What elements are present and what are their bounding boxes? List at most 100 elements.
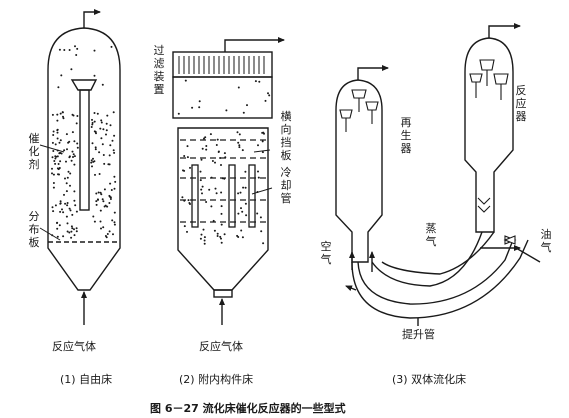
catalyst-particle [238, 133, 241, 136]
catalyst-particle [74, 45, 76, 48]
catalyst-particle [52, 182, 55, 184]
catalyst-particle [238, 144, 241, 147]
catalyst-particle [69, 209, 72, 212]
panel2-gas-label: 反应气体 [199, 340, 243, 353]
catalyst-particle [92, 215, 95, 218]
catalyst-particle [63, 193, 65, 196]
catalyst-particle [264, 99, 267, 102]
catalyst-particle [66, 230, 69, 233]
catalyst-particle [109, 124, 112, 127]
catalyst-particle [100, 193, 103, 196]
catalyst-particle [237, 141, 240, 144]
catalyst-particle [102, 128, 105, 131]
catalyst-particle [73, 234, 76, 237]
catalyst-particle [56, 235, 59, 238]
catalyst-particle [52, 130, 55, 133]
catalyst-particle [76, 142, 79, 145]
catalyst-particle [237, 192, 240, 195]
catalyst-particle [66, 176, 69, 179]
catalyst-particle [241, 149, 244, 152]
catalyst-particle [56, 227, 59, 230]
catalyst-particle [212, 219, 215, 222]
catalyst-particle [109, 182, 112, 185]
catalyst-particle [94, 146, 97, 149]
catalyst-particle [70, 230, 73, 233]
catalyst-particle [68, 207, 71, 210]
catalyst-particle [56, 137, 59, 140]
catalyst-particle [73, 199, 76, 202]
catalyst-particle [107, 163, 110, 166]
filter-label: 过滤装置 [153, 44, 165, 96]
catalyst-particle [68, 49, 71, 51]
catalyst-particle [103, 188, 106, 191]
catalyst-particle [216, 138, 219, 141]
disengagement-section [172, 76, 273, 119]
catalyst-particle [56, 129, 59, 132]
catalyst-particle [92, 157, 94, 160]
catalyst-particle [93, 220, 96, 223]
catalyst-particle [93, 120, 96, 123]
catalyst-particle [223, 233, 226, 236]
catalyst-particle [65, 190, 68, 193]
catalyst-particle [198, 106, 201, 109]
catalyst-particle [105, 122, 108, 125]
catalyst-particle [59, 210, 62, 213]
catalyst-particle [100, 121, 103, 124]
catalyst-particle [187, 199, 190, 202]
catalyst-particle [257, 176, 260, 179]
catalyst-particle [109, 144, 112, 147]
catalyst-particle [201, 185, 204, 188]
catalyst-particle [91, 118, 93, 121]
catalyst-particle [191, 106, 194, 109]
catalyst-particle [260, 230, 263, 233]
catalyst-particle [61, 111, 64, 114]
catalyst-particle [240, 229, 243, 232]
top-outlet [224, 37, 285, 52]
free-bed-reactor [47, 9, 121, 325]
oil-gas-label: 油气 [540, 228, 552, 254]
catalyst-particle [90, 161, 93, 164]
catalyst-particle [52, 173, 55, 176]
catalyst-particle [220, 205, 223, 208]
catalyst-particle [111, 139, 114, 142]
reactor-vessel [464, 37, 514, 233]
catalyst-particle [71, 150, 74, 153]
catalyst-particle [63, 149, 66, 152]
catalyst-particle [63, 49, 66, 51]
catalyst-particle [92, 160, 95, 163]
catalyst-particle [91, 142, 94, 145]
catalyst-particle [245, 214, 248, 217]
catalyst-particle [90, 159, 93, 162]
catalyst-particle [210, 205, 213, 208]
catalyst-particle [210, 176, 213, 179]
catalyst-particle [54, 143, 57, 146]
catalyst-particle [103, 205, 106, 208]
catalyst-particle [101, 83, 104, 86]
catalyst-particle [220, 212, 223, 215]
catalyst-particle [96, 198, 99, 201]
catalyst-particle [200, 233, 203, 236]
catalyst-particle [211, 160, 214, 162]
catalyst-particle [100, 119, 103, 122]
catalyst-particle [62, 235, 65, 238]
catalyst-particle [261, 140, 264, 143]
catalyst-particle [241, 210, 244, 213]
catalyst-particle [113, 211, 116, 214]
catalyst-particle [224, 156, 227, 159]
internals-bed-reactor [172, 37, 285, 325]
panel2-caption: (2) 附内构件床 [179, 373, 254, 386]
regenerator-vessel [335, 79, 383, 263]
panel3-caption: (3) 双体流化床 [392, 373, 467, 386]
catalyst-particle [91, 123, 94, 126]
catalyst-particle [65, 215, 68, 218]
catalyst-particle [73, 140, 76, 143]
catalyst-particle [242, 186, 245, 189]
catalyst-particle [199, 237, 202, 240]
catalyst-particle [100, 137, 103, 140]
catalyst-particle [106, 233, 109, 235]
catalyst-particle [95, 192, 98, 195]
catalyst-particle [199, 179, 202, 182]
catalyst-particle [219, 235, 222, 238]
catalyst-particle [95, 200, 98, 203]
